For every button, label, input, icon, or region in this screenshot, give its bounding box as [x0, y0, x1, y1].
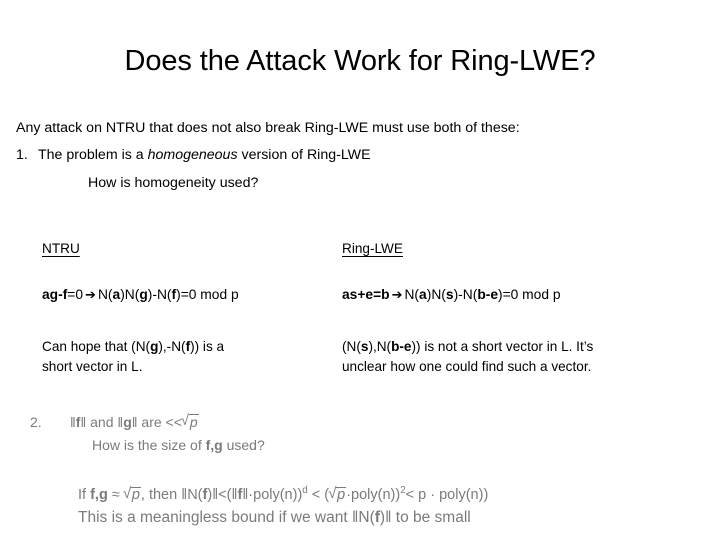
list-item-1-emphasis: homogeneous	[147, 147, 238, 163]
note-ringlwe-l1be: b-e	[391, 339, 412, 354]
list-item-2-number: 2.	[30, 414, 42, 430]
equation-ringlwe: as+e=b➔N(a)N(s)-N(b-e)=0 mod p	[342, 286, 561, 305]
list-item-2-norm-open-f: ‖	[70, 414, 76, 430]
note-ntru-line1: Can hope that (N(g),-N(f)) is a	[42, 337, 332, 357]
note-ntru-l1b: ),-N(	[158, 339, 186, 354]
bound-l2b: )‖ to be small	[379, 509, 471, 526]
column-heading-ringlwe: Ring-LWE	[342, 241, 403, 256]
bound-l1a: If	[78, 486, 91, 503]
list-item-2: 2. ‖f‖ and ‖g‖ are << p	[30, 412, 199, 432]
list-item-1-text-before: The problem is a	[38, 147, 148, 163]
note-ringlwe: (N(s),N(b-e)) is not a short vector in L…	[342, 337, 712, 377]
intro-text: Any attack on NTRU that does not also br…	[16, 120, 520, 136]
list-item-2-sub-b: used?	[222, 437, 265, 453]
bound-l1-bold-f3: f	[237, 486, 243, 503]
list-item-2-sqrt-radicand: p	[188, 414, 199, 430]
bound-l1-sqrt1: p	[130, 486, 141, 503]
equation-ringlwe-rhs-s: s	[445, 287, 454, 302]
sqrt-icon: p	[328, 484, 347, 505]
list-item-2-tail: ‖ are <<	[131, 414, 182, 430]
equation-ntru-lhs-rest: =0	[67, 287, 84, 302]
list-item-2-sub-a: How is the size of	[92, 437, 206, 453]
bound-l1-exponent-2: 2	[400, 485, 406, 496]
list-item-2-bold-g: g	[123, 414, 132, 430]
note-ntru-l1c: )) is a	[190, 339, 225, 354]
bound-l1f: < (	[307, 486, 330, 503]
bound-l1e: ‖·poly(n))	[242, 486, 303, 503]
equation-ntru-rhs-a: a	[112, 287, 121, 302]
bound-formula-line1: If f,g ≈ p, then ‖N(f)‖<(‖f‖·poly(n))d <…	[78, 481, 488, 505]
equation-ntru-rhs-mid2: )-N(	[147, 287, 172, 302]
right-arrow-icon: ➔	[391, 288, 403, 303]
note-ntru-line2: short vector in L.	[42, 359, 143, 374]
note-ringlwe-l1a: (N(	[342, 339, 361, 354]
equation-ntru-lhs-bold: ag-f	[42, 287, 68, 302]
equation-ringlwe-rhs-suffix: )=0 mod p	[498, 287, 561, 302]
column-heading-ntru: NTRU	[42, 241, 80, 256]
right-arrow-icon: ➔	[85, 288, 96, 303]
list-item-2-bold-f: f	[75, 414, 81, 430]
bound-l1-exponent-d: d	[302, 485, 308, 496]
list-item-1: 1. The problem is a homogeneous version o…	[16, 146, 371, 164]
bound-l1b: ≈	[107, 486, 124, 503]
list-item-2-sub-question: How is the size of f,g used?	[92, 436, 265, 455]
equation-ntru: ag-f=0➔N(a)N(g)-N(f)=0 mod p	[42, 286, 239, 305]
equation-ringlwe-rhs-be: b-e	[477, 287, 499, 302]
bound-l1d: )‖<(‖	[207, 486, 238, 503]
note-ringlwe-line1: (N(s),N(b-e)) is not a short vector in L…	[342, 337, 712, 357]
note-ringlwe-line2: unclear how one could find such a vector…	[342, 359, 592, 374]
equation-ringlwe-lhs-bold: as+e=b	[342, 287, 390, 302]
list-item-1-text-after: version of Ring-LWE	[237, 147, 371, 163]
sqrt-icon: p	[181, 412, 199, 432]
note-ntru: Can hope that (N(g),-N(f)) is a short ve…	[42, 337, 332, 377]
equation-ntru-rhs-suffix: )=0 mod p	[176, 287, 239, 302]
page-title: Does the Attack Work for Ring-LWE?	[124, 45, 596, 77]
equation-ringlwe-rhs-mid2: )-N(	[453, 287, 478, 302]
note-ringlwe-l1b: ),N(	[368, 339, 392, 354]
bound-l1h: < p · poly(n))	[405, 486, 489, 503]
bound-l1c: , then ‖N(	[140, 486, 203, 503]
note-ringlwe-l1c: )) is not a short vector in L. It’s	[411, 339, 594, 354]
list-item-1-sub-question: How is homogeneity used?	[88, 175, 259, 191]
bound-l2a: This is a meaningless bound if we want ‖…	[78, 509, 375, 526]
bound-l1-sqrt2: p	[336, 486, 347, 503]
equation-ringlwe-rhs-mid1: )N(	[426, 287, 446, 302]
list-item-2-sub-bold: f,g	[205, 437, 223, 453]
equation-ntru-rhs-mid1: )N(	[120, 287, 140, 302]
bound-l1-bold-fg: f,g	[90, 486, 108, 503]
note-ntru-l1a: Can hope that (N(	[42, 339, 151, 354]
bound-l1-bold-f2: f	[202, 486, 208, 503]
equation-ntru-rhs-g: g	[139, 287, 148, 302]
note-ringlwe-l1s: s	[360, 339, 369, 354]
equation-ringlwe-rhs-prefix: N(	[404, 287, 420, 302]
sqrt-icon: p	[123, 484, 141, 505]
equation-ntru-rhs-prefix: N(	[97, 287, 113, 302]
list-item-1-number: 1.	[16, 147, 28, 163]
bound-l2-bold-f: f	[374, 509, 380, 526]
equation-ringlwe-rhs-a: a	[419, 287, 427, 302]
note-ntru-l1g: g	[150, 339, 159, 354]
equation-ntru-rhs-f: f	[171, 287, 177, 302]
bound-l1g: ·poly(n))	[346, 486, 401, 503]
note-ntru-l1f: f	[185, 339, 191, 354]
bound-formula-line2: This is a meaningless bound if we want ‖…	[78, 508, 471, 528]
list-item-2-mid: ‖ and ‖	[80, 414, 124, 430]
